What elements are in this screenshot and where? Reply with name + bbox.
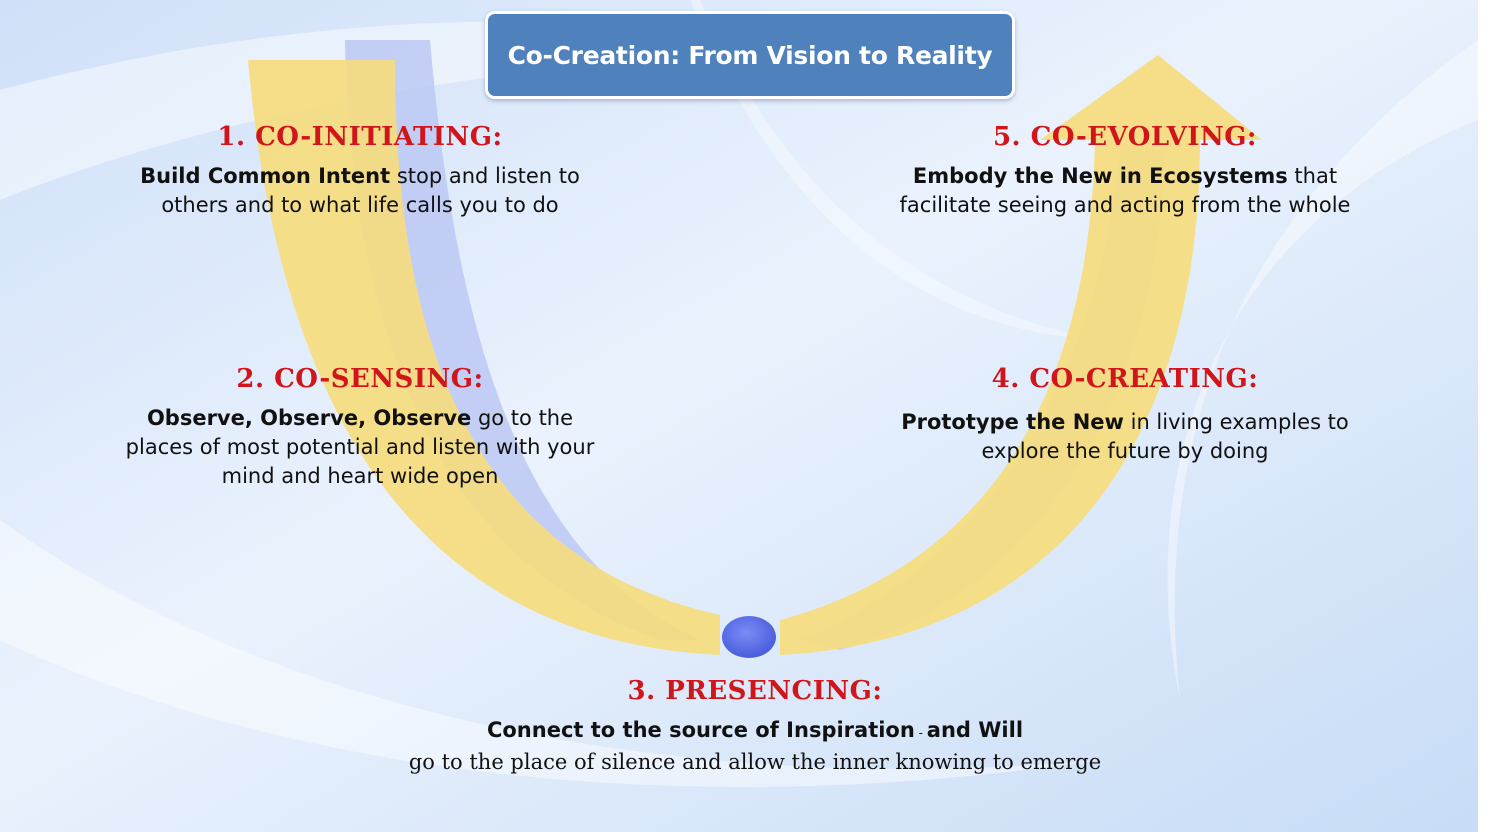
background-swoosh [690,0,1100,340]
stage-description: Connect to the source of Inspiration - a… [300,716,1210,777]
stage-text: places of most potential and listen with… [125,435,595,459]
stage-text: explore the future by doing [981,439,1269,463]
background-swoosh [0,520,1100,787]
title-box: Co-Creation: From Vision to Reality [485,11,1015,99]
background-swoosh [0,21,900,200]
stage-text: stop and listen to [390,164,580,188]
stage-heading: 5. CO-EVOLVING: [992,122,1258,152]
stage-heading: 4. CO-CREATING: [991,364,1259,394]
stage-text: that [1287,164,1338,188]
stage-text: - [914,726,927,740]
stage-heading: 1. CO-INITIATING: [217,122,503,152]
stage-heading: 2. CO-SENSING: [236,364,484,394]
stage-key-phrase: Embody the New in Ecosystems [912,164,1288,188]
stage-text: go to the place of silence and allow the… [408,750,1102,774]
stage-description: Embody the New in Ecosystems that facili… [820,162,1430,220]
stage-text: in living examples to [1123,410,1349,434]
stage-co-initiating: 1. CO-INITIATING: Build Common Intent st… [60,122,660,220]
u-curve-shadow [345,40,700,640]
stage-key-phrase: Build Common Intent [140,164,391,188]
stage-description: Build Common Intent stop and listen to o… [60,162,660,220]
background-swoosh [1167,40,1478,700]
stage-key-phrase: and Will [926,718,1024,742]
stage-key-phrase: Observe, Observe, Observe [146,406,472,430]
u-arrow-head [780,55,1262,655]
stage-text: mind and heart wide open [221,464,499,488]
stage-text: facilitate seeing and acting from the wh… [899,193,1351,217]
stage-presencing: 3. PRESENCING: Connect to the source of … [300,676,1210,777]
background-right-edge [1478,0,1490,832]
stage-co-sensing: 2. CO-SENSING: Observe, Observe, Observe… [40,364,680,491]
stage-description: Observe, Observe, Observe go to the plac… [40,404,680,491]
presencing-dot [722,616,776,658]
stage-key-phrase: Prototype the New [901,410,1124,434]
stage-description: Prototype the New in living examples to … [820,408,1430,466]
stage-co-creating: 4. CO-CREATING: Prototype the New in liv… [820,364,1430,466]
stage-co-evolving: 5. CO-EVOLVING: Embody the New in Ecosys… [820,122,1430,220]
stage-text: others and to what life calls you to do [161,193,559,217]
u-arrow [248,60,720,655]
stage-heading: 3. PRESENCING: [627,676,883,706]
stage-key-phrase: Connect to the source of Inspiration [486,718,915,742]
page-title: Co-Creation: From Vision to Reality [507,40,993,70]
stage-text: go to the [471,406,574,430]
